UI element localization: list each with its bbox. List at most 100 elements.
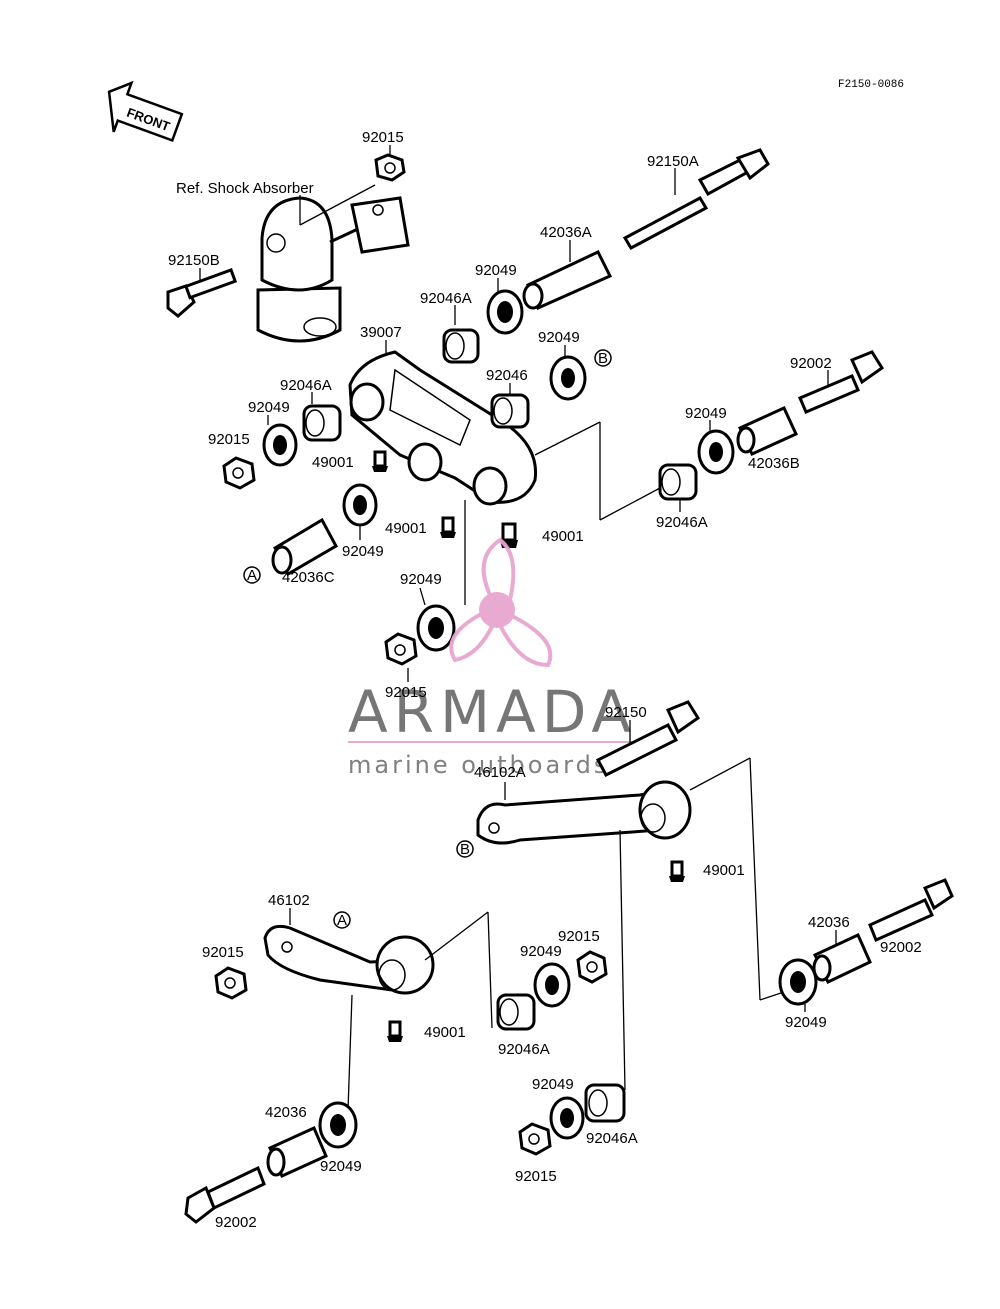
label-42036C: 42036C: [282, 569, 335, 586]
label-92002-r: 92002: [880, 939, 922, 956]
collar-42036B: [736, 406, 798, 456]
label-92015-d: 92015: [515, 1168, 557, 1185]
label-42036-r: 42036: [808, 914, 850, 931]
nut-92015-d: [518, 1122, 552, 1156]
seal-92049-g: [778, 958, 818, 1006]
seal-92049-e: [342, 483, 378, 527]
propeller-hub: [479, 592, 515, 628]
label-92150B: 92150B: [168, 252, 220, 269]
seal-92049-c: [262, 423, 298, 467]
label-92049-e: 92049: [342, 543, 384, 560]
bolt-92150A: [622, 148, 770, 250]
seal-92049-b: [549, 355, 587, 401]
label-92049-d: 92049: [685, 405, 727, 422]
bearing-92046A-b: [302, 404, 342, 442]
label-92046: 92046: [486, 367, 528, 384]
collar-42036-left: [266, 1126, 328, 1178]
front-arrow-icon: FRONT: [107, 80, 184, 142]
nut-92015-top: [374, 153, 406, 182]
label-92046A-e: 92046A: [586, 1130, 638, 1147]
bearing-92046A-e: [584, 1083, 626, 1123]
rod-46102: [263, 924, 435, 995]
label-49001-c: 49001: [542, 528, 584, 545]
bolt-92002-top: [798, 350, 885, 414]
label-92049-j: 92049: [320, 1158, 362, 1175]
label-46102A: 46102A: [474, 764, 526, 781]
rod-46102A: [476, 780, 692, 845]
collar-42036-right: [812, 932, 872, 984]
label-92015-top: 92015: [362, 129, 404, 146]
label-92049-h: 92049: [785, 1014, 827, 1031]
label-92049-c: 92049: [248, 399, 290, 416]
callout-b-label-top: B: [598, 350, 608, 367]
callout-b-circle-top: [594, 349, 612, 367]
label-92046A-d: 92046A: [498, 1041, 550, 1058]
seal-92049-d: [697, 429, 735, 475]
seal-92049-f: [416, 604, 456, 652]
watermark-logo: ARMADA marine outboards: [348, 537, 650, 779]
bearing-92046A-c: [658, 463, 698, 501]
bearing-92046A-a: [442, 328, 480, 364]
label-42036-l: 42036: [265, 1104, 307, 1121]
grease-nipple-49001-a: [372, 450, 388, 472]
collar-42036C: [271, 517, 339, 577]
bolt-92150B: [166, 268, 238, 318]
label-92015-c: 92015: [558, 928, 600, 945]
callout-a-circle: [243, 566, 261, 584]
grease-nipple-49001-d: [669, 860, 685, 882]
label-92015-low: 92015: [385, 684, 427, 701]
label-92002-top: 92002: [790, 355, 832, 372]
bolt-92002-left: [184, 1165, 266, 1224]
shock-absorber: [256, 196, 410, 343]
propeller-blade-3: [449, 609, 498, 663]
bearing-92046: [490, 393, 530, 429]
label-46102: 46102: [268, 892, 310, 909]
bearing-92046A-d: [496, 993, 536, 1031]
callout-a-label-2: A: [337, 912, 347, 929]
label-92049-i: 92049: [532, 1076, 574, 1093]
seal-92049-i: [549, 1096, 585, 1140]
watermark-title: ARMADA: [348, 678, 637, 746]
label-49001-d: 49001: [703, 862, 745, 879]
label-92150A: 92150A: [647, 153, 699, 170]
label-92015-mid: 92015: [208, 431, 250, 448]
callout-b-label: B: [460, 841, 470, 858]
seal-92049-a: [486, 289, 524, 335]
link-39007: [348, 350, 538, 506]
watermark-subtitle: marine outboards: [348, 751, 609, 779]
label-92002-l: 92002: [215, 1214, 257, 1231]
label-92150: 92150: [605, 704, 647, 721]
nut-92015-c: [576, 950, 608, 984]
label-92049-b: 92049: [538, 329, 580, 346]
label-49001-b: 49001: [385, 520, 427, 537]
label-shock-ref: Ref. Shock Absorber: [176, 180, 314, 197]
label-92049-f: 92049: [400, 571, 442, 588]
callout-a-label: A: [247, 567, 257, 584]
label-92046A-c: 92046A: [656, 514, 708, 531]
label-92015-b: 92015: [202, 944, 244, 961]
nut-92015-b: [214, 966, 248, 1000]
callout-b-circle: [456, 840, 474, 858]
label-42036A: 42036A: [540, 224, 592, 241]
label-49001-e: 49001: [424, 1024, 466, 1041]
collar-42036A: [522, 250, 613, 310]
callout-a-circle-2: [333, 911, 351, 929]
label-92046A-a: 92046A: [420, 290, 472, 307]
label-92049-a: 92049: [475, 262, 517, 279]
nut-92015-low: [384, 632, 418, 666]
label-39007: 39007: [360, 324, 402, 341]
label-42036B: 42036B: [748, 455, 800, 472]
label-92046A-b: 92046A: [280, 377, 332, 394]
grease-nipple-49001-b: [440, 516, 456, 538]
ref-code: F2150-0086: [838, 79, 904, 91]
label-49001-a: 49001: [312, 454, 354, 471]
nut-92015-mid: [222, 456, 256, 490]
seal-92049-j: [318, 1101, 358, 1149]
propeller-blade-1: [481, 537, 516, 608]
bolt-92002-right: [868, 878, 954, 943]
label-92049-g: 92049: [520, 943, 562, 960]
grease-nipple-49001-e: [387, 1020, 403, 1042]
bolt-92150: [595, 700, 701, 777]
